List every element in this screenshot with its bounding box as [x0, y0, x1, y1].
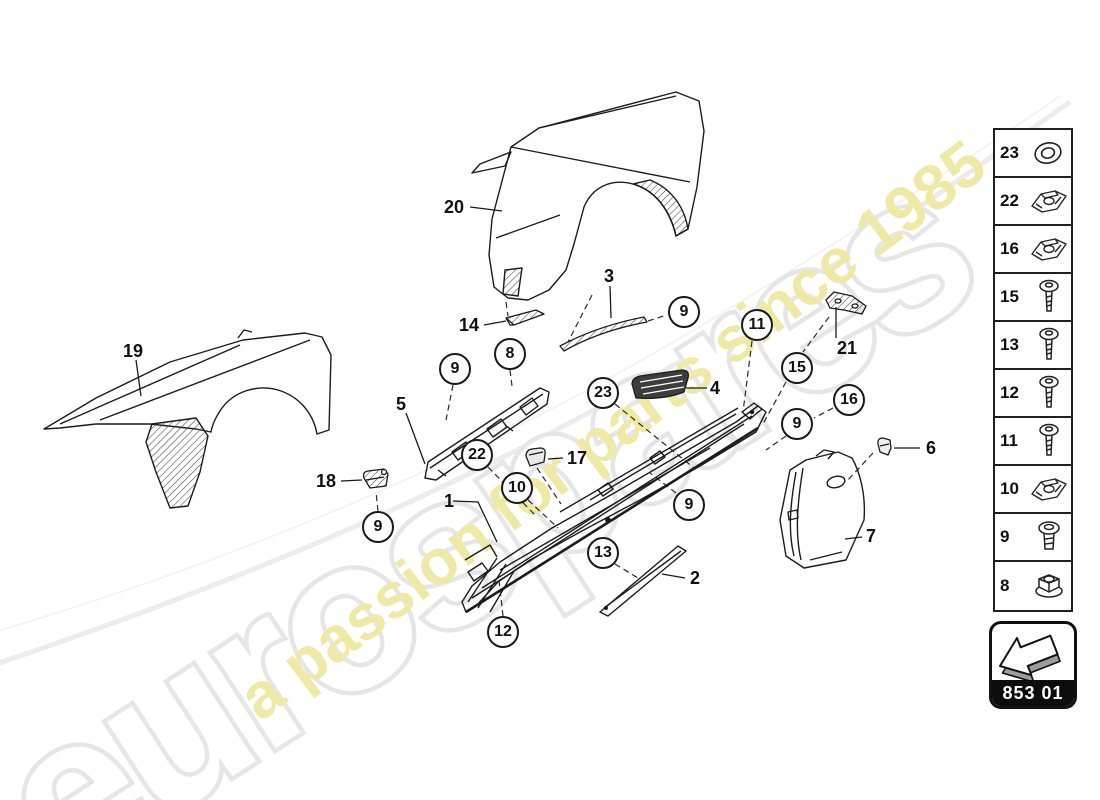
part-label-19: 19	[123, 341, 144, 361]
legend-number: 8	[1000, 576, 1010, 595]
callout-circle-15[interactable]: 15	[781, 352, 813, 384]
flange-nut-icon	[1027, 566, 1071, 606]
legend-row-8[interactable]: 8	[995, 562, 1071, 610]
part-19-front-fender	[43, 329, 332, 509]
legend-number: 15	[1000, 287, 1019, 306]
callout-circle-10[interactable]: 10	[501, 472, 533, 504]
legend-row-9[interactable]: 9	[995, 514, 1071, 562]
callout-circle-23[interactable]: 23	[587, 377, 619, 409]
legend-row-23[interactable]: 23	[995, 130, 1071, 178]
legend-number: 10	[1000, 479, 1019, 498]
part-label-14: 14	[459, 315, 480, 335]
legend-number: 11	[1000, 431, 1018, 450]
part-2-trim-strip	[599, 545, 687, 617]
leader-lines	[135, 206, 920, 579]
callout-circle-9b[interactable]: 9	[439, 353, 471, 385]
screw-icon	[1027, 421, 1071, 461]
legend-number: 9	[1000, 527, 1010, 546]
part-label-5: 5	[396, 394, 407, 414]
part-code-label: 853 01	[992, 680, 1074, 706]
part-label-20: 20	[444, 197, 465, 217]
callout-circle-9d[interactable]: 9	[673, 489, 705, 521]
part-label-17: 17	[567, 448, 588, 468]
legend-row-12[interactable]: 12	[995, 370, 1071, 418]
part-14-small-strip	[505, 309, 545, 326]
part-label-1: 1	[444, 491, 455, 511]
part-4-vent-piece	[631, 369, 690, 400]
clip-nut-icon	[1027, 229, 1071, 269]
legend-row-22[interactable]: 22	[995, 178, 1071, 226]
legend-row-11[interactable]: 11	[995, 418, 1071, 466]
section-code-box[interactable]: 853 01	[989, 621, 1077, 709]
screw-icon	[1027, 325, 1071, 365]
callout-circle-16[interactable]: 16	[833, 384, 865, 416]
clip-nut-icon	[1027, 181, 1071, 221]
callout-circle-13[interactable]: 13	[587, 537, 619, 569]
bolt-icon	[1027, 517, 1071, 557]
part-label-3: 3	[604, 266, 615, 286]
callout-circle-8[interactable]: 8	[494, 338, 526, 370]
part-label-21: 21	[837, 338, 858, 358]
callout-circle-9c[interactable]: 9	[781, 408, 813, 440]
fastener-legend: 23 22 16	[993, 128, 1073, 612]
callout-circle-11[interactable]: 11	[741, 309, 773, 341]
screw-icon	[1027, 277, 1071, 317]
screw-icon	[1027, 373, 1071, 413]
watermark-swoosh-inner	[0, 95, 1061, 632]
part-6-clip	[877, 437, 892, 456]
legend-row-16[interactable]: 16	[995, 226, 1071, 274]
part-label-7: 7	[866, 526, 877, 546]
part-21-bracket	[825, 291, 867, 315]
part-label-18: 18	[316, 471, 337, 491]
callout-circle-9e[interactable]: 9	[362, 511, 394, 543]
part-7-end-panel	[779, 449, 866, 569]
legend-number: 22	[1000, 191, 1019, 210]
part-label-4: 4	[710, 378, 721, 398]
part-label-6: 6	[926, 438, 937, 458]
clip-nut-icon	[1027, 469, 1071, 509]
callout-circle-9a[interactable]: 9	[668, 296, 700, 328]
legend-row-13[interactable]: 13	[995, 322, 1071, 370]
callout-circle-12[interactable]: 12	[487, 616, 519, 648]
part-label-2: 2	[690, 568, 701, 588]
part-17-clip	[525, 447, 546, 467]
legend-number: 12	[1000, 383, 1019, 402]
legend-row-15[interactable]: 15	[995, 274, 1071, 322]
assembly-dashed-lines	[375, 294, 874, 617]
part-18-small-bracket	[362, 468, 389, 489]
part-20-rear-quarter-panel	[471, 91, 705, 301]
legend-number: 16	[1000, 239, 1019, 258]
part-3-curved-strip	[559, 316, 648, 352]
legend-number: 13	[1000, 335, 1019, 354]
legend-number: 23	[1000, 143, 1019, 162]
callout-circle-22[interactable]: 22	[461, 439, 493, 471]
legend-row-10[interactable]: 10	[995, 466, 1071, 514]
part-1-lower-side-member	[461, 402, 767, 614]
washer-icon	[1027, 133, 1071, 173]
section-arrow-icon	[999, 634, 1061, 682]
